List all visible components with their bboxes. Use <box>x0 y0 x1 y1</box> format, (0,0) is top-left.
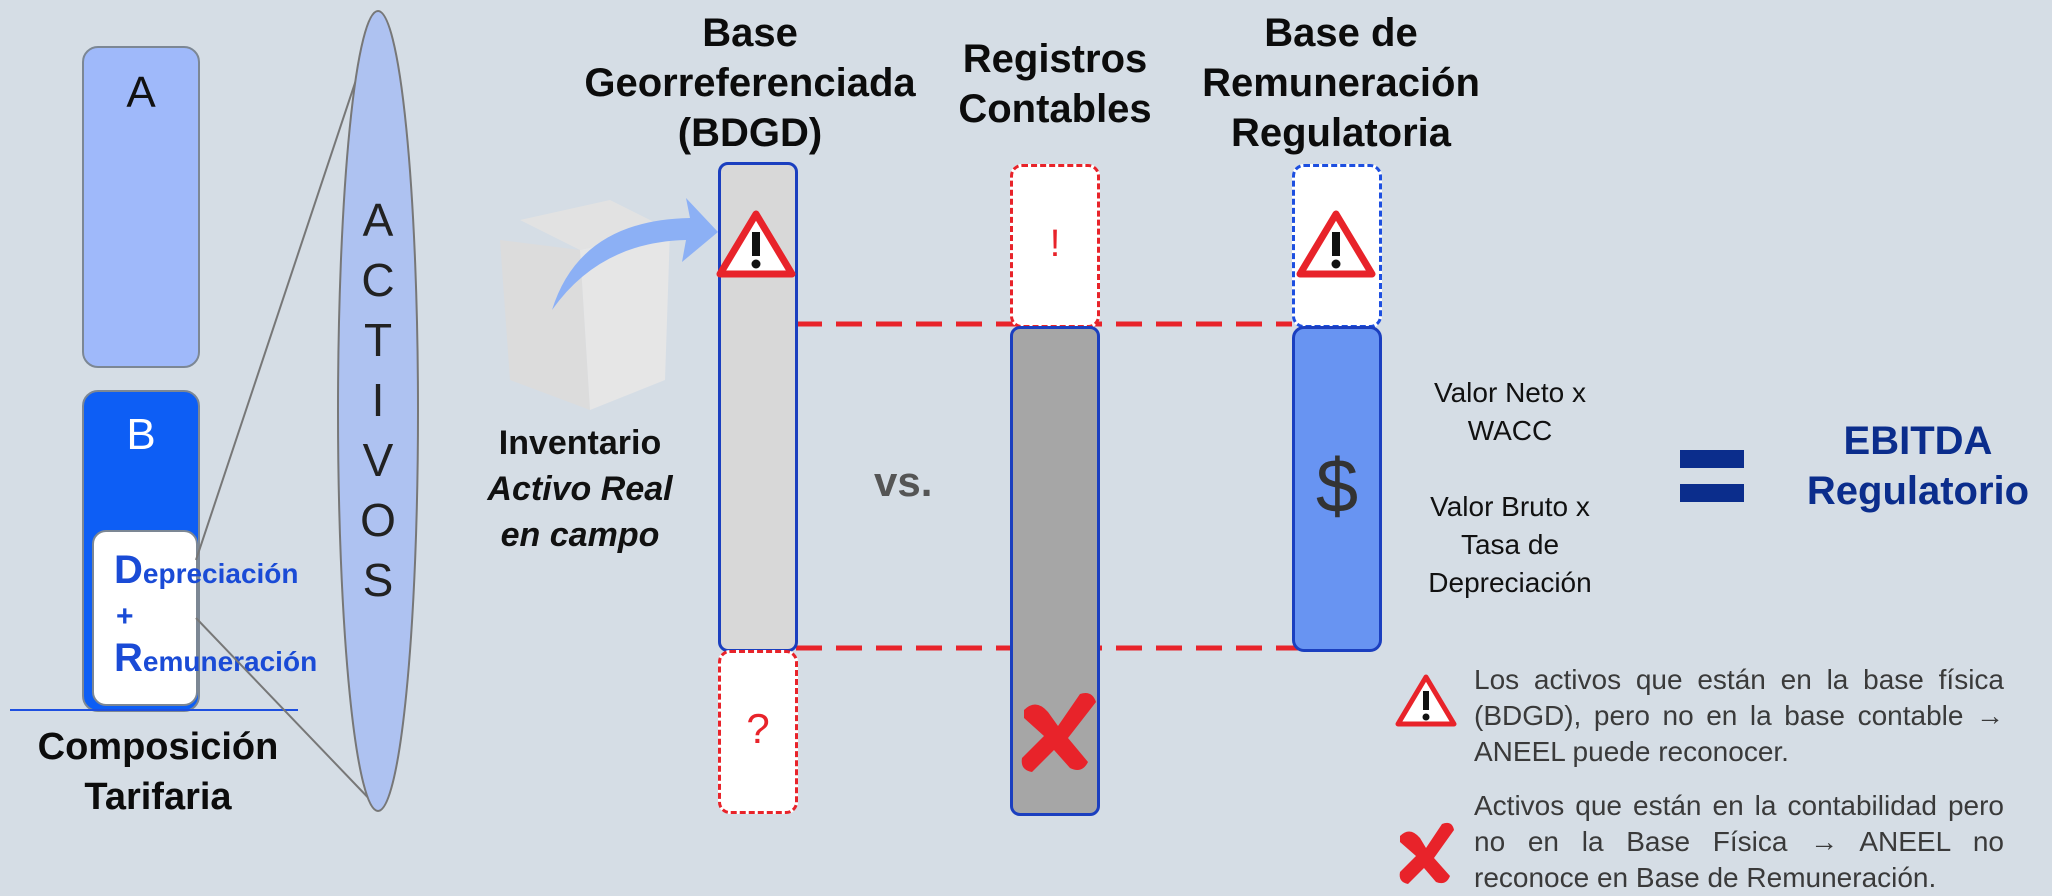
activos-letter: T <box>363 314 393 366</box>
curved-arrow-icon <box>552 198 718 310</box>
formula-line5: Depreciación <box>1428 567 1592 598</box>
bdgd-heading: Base Georreferenciada (BDGD) <box>560 8 940 158</box>
equals-bar-bottom <box>1680 484 1744 502</box>
base-rem-warning-icon <box>1296 210 1376 278</box>
depreciation-initial: D <box>114 548 143 592</box>
dollar-icon: $ <box>1315 444 1359 529</box>
activos-ellipse <box>337 10 419 812</box>
inventario-label: Inventario Activo Real en campo <box>460 420 700 558</box>
base-rem-heading: Base de Remuneración Regulatoria <box>1176 8 1506 158</box>
base-rem-bar: $ <box>1292 326 1382 652</box>
exclamation-mark: ! <box>1049 223 1061 265</box>
legend-warning-icon <box>1395 674 1457 727</box>
activos-letters: A C T I V O S <box>348 190 408 610</box>
formula-line2: WACC <box>1467 415 1553 446</box>
remuneration-initial: R <box>114 636 143 680</box>
component-a-label: A <box>126 68 156 117</box>
legend-cross-text: Activos que están en la contabilidad per… <box>1474 790 2004 893</box>
activos-letter: O <box>360 494 396 546</box>
depreciation-label: Depreciación <box>114 548 299 593</box>
depreciation-rest: epreciación <box>142 558 299 589</box>
registros-bar <box>1010 326 1100 816</box>
caption-line1: Composición <box>37 726 279 768</box>
base-rem-heading-line1: Base de <box>1264 11 1418 55</box>
registros-missing-box: ! <box>1010 164 1100 328</box>
formula-line3: Valor Bruto x <box>1430 491 1590 522</box>
remuneration-rest: emuneración <box>142 646 318 677</box>
registros-heading-line2: Contables <box>958 87 1152 131</box>
bdgd-heading-line1: Base <box>702 11 798 55</box>
remuneration-label: Remuneración <box>114 636 317 681</box>
activos-letter: S <box>362 554 394 606</box>
ebitda-result: EBITDA Regulatorio <box>1792 416 2044 516</box>
formula-line1: Valor Neto x <box>1434 377 1586 408</box>
formula-line4: Tasa de <box>1460 529 1560 560</box>
activos-letter: C <box>361 254 395 306</box>
legend-cross-icon <box>1399 822 1454 884</box>
activos-letter: I <box>371 374 385 426</box>
result-line2: Regulatorio <box>1806 469 2030 513</box>
base-rem-heading-line2: Remuneración <box>1202 61 1480 105</box>
formula-wacc: Valor Neto x WACC <box>1400 374 1620 450</box>
connector-top-line <box>195 13 379 561</box>
registros-heading-line1: Registros <box>962 37 1148 81</box>
legend-warning-text: Los activos que están en la base física … <box>1474 664 2004 767</box>
plus-sign: + <box>116 600 134 633</box>
caption-line2: Tarifaria <box>84 776 232 818</box>
bdgd-heading-line3: (BDGD) <box>677 111 823 155</box>
vs-label: vs. <box>874 458 933 505</box>
activos-letter: A <box>362 194 394 246</box>
formula-depreciation: Valor Bruto x Tasa de Depreciación <box>1400 488 1620 602</box>
inventario-line2: Activo Real <box>487 470 673 508</box>
inventario-line1: Inventario <box>498 424 662 462</box>
connector-bottom-line <box>195 617 379 809</box>
question-mark: ? <box>746 705 770 752</box>
bdgd-missing-box: ? <box>718 650 798 814</box>
component-b-label: B <box>126 410 156 459</box>
baseline <box>10 709 298 711</box>
bdgd-warning-icon <box>716 210 796 278</box>
component-a-bar: A <box>82 46 200 368</box>
equals-bar-top <box>1680 450 1744 468</box>
base-rem-heading-line3: Regulatoria <box>1230 111 1452 155</box>
registros-cross-icon <box>1021 693 1096 772</box>
activos-letter: V <box>362 434 394 486</box>
result-line1: EBITDA <box>1843 419 1993 463</box>
composition-caption: Composición Tarifaria <box>0 722 316 822</box>
equals-sign: = <box>1680 450 1744 502</box>
inventario-line3: en campo <box>500 516 660 554</box>
registros-heading: Registros Contables <box>930 34 1180 134</box>
bdgd-heading-line2: Georreferenciada <box>584 61 916 105</box>
